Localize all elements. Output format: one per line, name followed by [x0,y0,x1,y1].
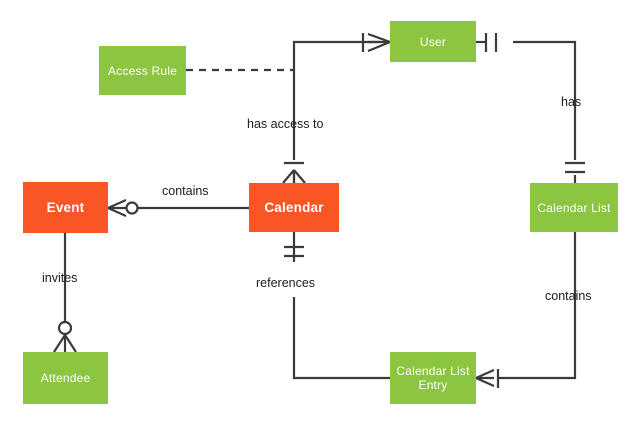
relationship-label-has: has [561,95,582,109]
marker-event-right-circle [125,201,139,215]
marker-event-right-crowsfoot [107,198,127,218]
connector-calendar-list-entry [498,232,577,380]
connector-references-route [292,297,390,380]
entity-calendar-list-entry[interactable]: Calendar List Entry [390,352,476,404]
connector-user-calendar-list [513,40,577,160]
entity-calendar-list-entry-label: Calendar List Entry [396,364,470,392]
entity-event[interactable]: Event [23,182,108,233]
marker-attendee-circle [57,320,73,336]
marker-attendee-crowsfoot [53,334,77,353]
marker-user-left-crowsfoot [367,32,391,53]
entity-calendar-list-label: Calendar List [537,200,611,215]
connector-has-access-to [292,40,381,160]
marker-calendar-top-crowsfoot [282,169,306,184]
entity-calendar-list[interactable]: Calendar List [530,183,618,232]
entity-attendee-label: Attendee [40,371,91,385]
entity-access-rule-label: Access Rule [108,63,177,78]
relationship-label-contains-entry: contains [545,289,592,303]
entity-user[interactable]: User [390,21,476,62]
entity-calendar[interactable]: Calendar [249,183,339,232]
relationship-label-references: references [256,276,316,290]
relationship-label-contains-calendar: contains [162,184,209,198]
entity-event-label: Event [46,199,85,215]
entity-user-label: User [419,34,447,49]
marker-cle-right-crowsfoot [475,368,495,388]
relationship-label-invites: invites [42,271,78,285]
entity-attendee[interactable]: Attendee [23,352,108,404]
entity-calendar-label: Calendar [264,199,324,215]
entity-access-rule[interactable]: Access Rule [99,46,186,95]
relationship-label-has-access-to: has access to [247,117,324,131]
